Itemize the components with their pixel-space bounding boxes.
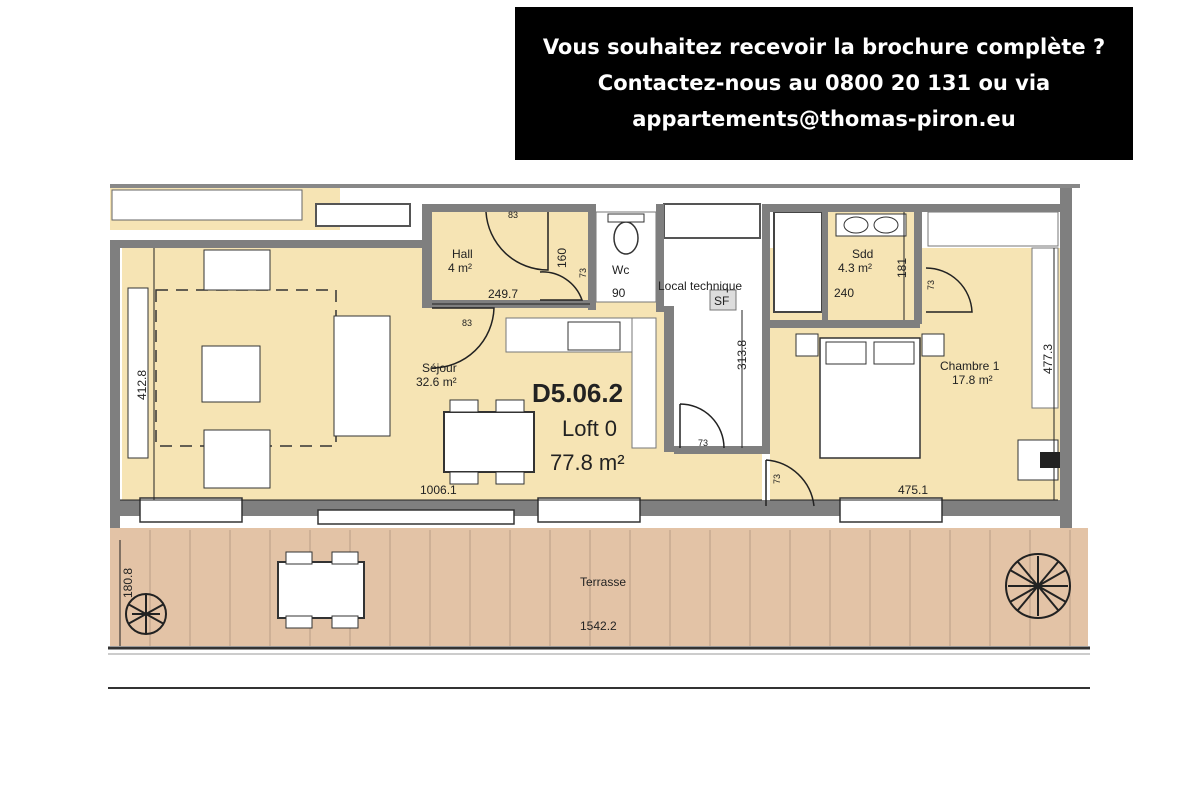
sejour-name: Séjour	[422, 361, 457, 375]
chambre-name: Chambre 1	[940, 359, 1000, 373]
hall-area: 4 m²	[448, 261, 472, 275]
kitchen-sink	[567, 321, 621, 351]
terrace-table	[277, 561, 365, 619]
local-depth: 313.8	[735, 340, 749, 370]
plant-icon	[1005, 553, 1071, 619]
desk	[1017, 439, 1059, 481]
hall-door: 83	[508, 210, 518, 220]
top-edge-wall	[110, 184, 1080, 188]
wc-width: 90	[612, 286, 626, 300]
desk-chair	[1040, 452, 1060, 468]
dimension-lines	[119, 212, 1058, 646]
chambre-width: 475.1	[898, 483, 928, 497]
bed	[795, 333, 945, 459]
toilet-icon	[613, 221, 639, 255]
terrace-chair	[285, 551, 313, 565]
toilet-tank	[607, 213, 645, 223]
sejour-width: 1006.1	[420, 483, 457, 497]
banner-line-1: Vous souhaitez recevoir la brochure comp…	[542, 35, 1106, 59]
sdd-name: Sdd	[852, 247, 873, 261]
sdd-area: 4.3 m²	[838, 261, 872, 275]
sf-box	[709, 289, 737, 311]
hall-width: 249.7	[488, 287, 518, 301]
terrace-floor	[110, 528, 1088, 646]
door-73: 73	[698, 438, 708, 448]
door-73: 73	[926, 280, 936, 290]
plant-icon	[125, 593, 167, 635]
door-73: 73	[772, 474, 782, 484]
lounge-set	[127, 249, 391, 489]
basin-icon	[873, 216, 899, 234]
kitchen-column	[631, 317, 657, 449]
hall-depth: 160	[555, 248, 569, 268]
terrace-chair	[331, 551, 359, 565]
terrace-boards	[149, 530, 1071, 646]
unit-code: D5.06.2	[532, 378, 623, 408]
sejour-depth: 412.8	[135, 370, 149, 400]
local-name: Local technique	[658, 279, 742, 293]
chambre-area: 17.8 m²	[952, 373, 993, 387]
unit-area: 77.8 m²	[550, 450, 625, 475]
dining-table	[443, 399, 535, 485]
double-basin	[835, 213, 907, 237]
wardrobe	[927, 211, 1059, 247]
basin-icon	[843, 216, 869, 234]
terrace-width: 1542.2	[580, 619, 617, 633]
south-windows	[139, 497, 943, 525]
sdd-depth: 181	[895, 258, 909, 278]
upper-shaft	[315, 203, 411, 227]
terrace-chair	[285, 615, 313, 629]
shower	[773, 211, 823, 313]
sdd-width: 240	[834, 286, 854, 300]
local-sf: SF	[714, 294, 729, 308]
shaft-box	[663, 203, 761, 239]
wc-name: Wc	[612, 263, 629, 277]
brochure-banner: Vous souhaitez recevoir la brochure comp…	[515, 7, 1133, 160]
door-swings	[431, 211, 973, 507]
terrace-depth: 180.8	[121, 568, 135, 598]
terrace-chair	[331, 615, 359, 629]
chambre-depth: 477.3	[1041, 344, 1055, 374]
unit-type: Loft 0	[562, 416, 617, 441]
banner-line-3: appartements@thomas-piron.eu	[632, 107, 1016, 131]
terrace-name: Terrasse	[580, 575, 626, 589]
door-73: 73	[578, 268, 588, 278]
hall-name: Hall	[452, 247, 473, 261]
banner-line-2: Contactez-nous au 0800 20 131 ou via	[597, 71, 1051, 95]
sejour-area: 32.6 m²	[416, 375, 457, 389]
upper-window	[111, 189, 303, 221]
sejour-door: 83	[462, 318, 472, 328]
